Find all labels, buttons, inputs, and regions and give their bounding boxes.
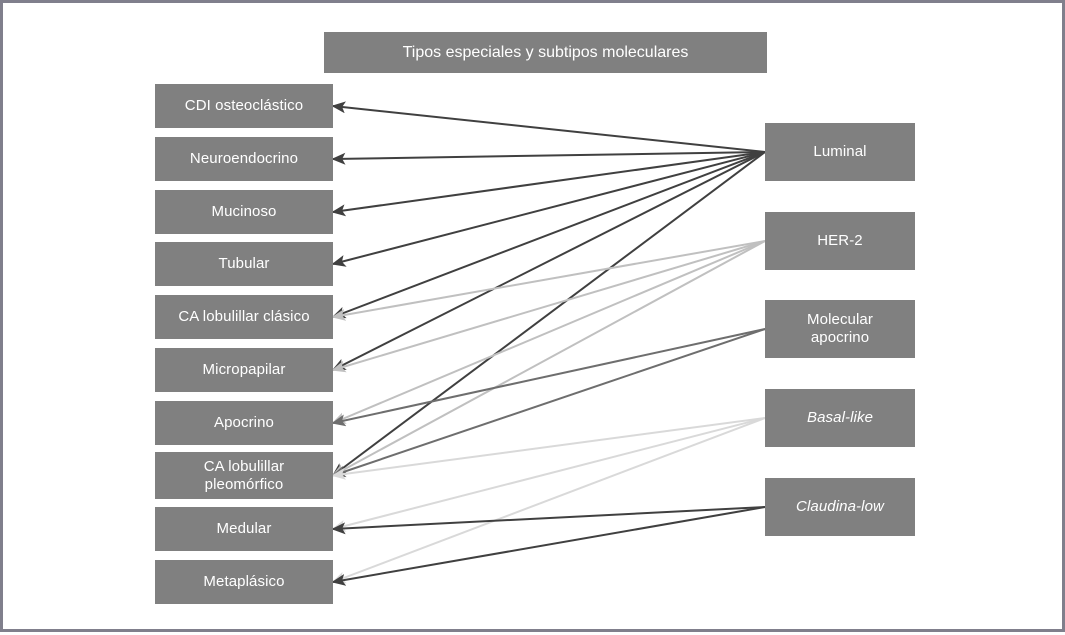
node-label: Claudina-low	[796, 498, 884, 516]
edge-molecular-apocrino-to-ca-lobulillar-pleomorfico	[331, 328, 766, 478]
diagram-title: Tipos especiales y subtipos moleculares	[324, 32, 767, 73]
node-medular[interactable]: Medular	[155, 507, 333, 551]
node-label: Tubular	[218, 255, 270, 273]
edge-basal-like-to-ca-lobulillar-pleomorfico	[331, 417, 766, 480]
node-label: Apocrino	[213, 414, 274, 432]
node-her2[interactable]: HER-2	[765, 212, 915, 270]
edge-luminal-to-ca-lobulillar-clasico	[331, 151, 766, 319]
node-label: CA lobulillar clásico	[178, 308, 310, 326]
edge-luminal-to-micropapilar	[331, 151, 766, 371]
node-basal-like[interactable]: Basal-like	[765, 389, 915, 447]
node-tubular[interactable]: Tubular	[155, 242, 333, 286]
edge-claudina-low-to-medular	[331, 506, 766, 535]
node-label: Luminal	[813, 143, 867, 161]
node-apocrino[interactable]: Apocrino	[155, 401, 333, 445]
node-cdi-osteoclastico[interactable]: CDI osteoclástico	[155, 84, 333, 128]
node-label: HER-2	[817, 232, 863, 250]
node-label: Basal-like	[806, 409, 874, 427]
edge-luminal-to-tubular	[331, 151, 766, 267]
edge-basal-like-to-medular	[331, 417, 766, 532]
node-label: Micropapilar	[202, 361, 286, 379]
edge-her2-to-ca-lobulillar-clasico	[331, 240, 766, 321]
edge-molecular-apocrino-to-apocrino	[331, 328, 766, 427]
node-label: CDI osteoclástico	[184, 97, 304, 115]
node-label: Metaplásico	[203, 573, 285, 591]
edge-luminal-to-cdi-osteoclastico	[331, 101, 766, 153]
node-label: Neuroendocrino	[189, 150, 299, 168]
edge-luminal-to-ca-lobulillar-pleomorfico	[331, 151, 766, 477]
node-neuroendocrino[interactable]: Neuroendocrino	[155, 137, 333, 181]
node-label: Medular	[216, 520, 272, 538]
node-claudina-low[interactable]: Claudina-low	[765, 478, 915, 536]
edge-luminal-to-mucinoso	[331, 151, 766, 217]
node-label: Mucinoso	[211, 203, 277, 221]
node-ca-lobulillar-clasico[interactable]: CA lobulillar clásico	[155, 295, 333, 339]
edge-her2-to-apocrino	[331, 240, 766, 424]
edge-claudina-low-to-metaplasico	[331, 506, 766, 586]
edge-basal-like-to-metaplasico	[331, 417, 766, 584]
edge-luminal-to-neuroendocrino	[331, 151, 766, 165]
edge-her2-to-micropapilar	[331, 240, 766, 373]
node-luminal[interactable]: Luminal	[765, 123, 915, 181]
node-mucinoso[interactable]: Mucinoso	[155, 190, 333, 234]
node-metaplasico[interactable]: Metaplásico	[155, 560, 333, 604]
node-micropapilar[interactable]: Micropapilar	[155, 348, 333, 392]
edge-her2-to-ca-lobulillar-pleomorfico	[331, 240, 766, 477]
